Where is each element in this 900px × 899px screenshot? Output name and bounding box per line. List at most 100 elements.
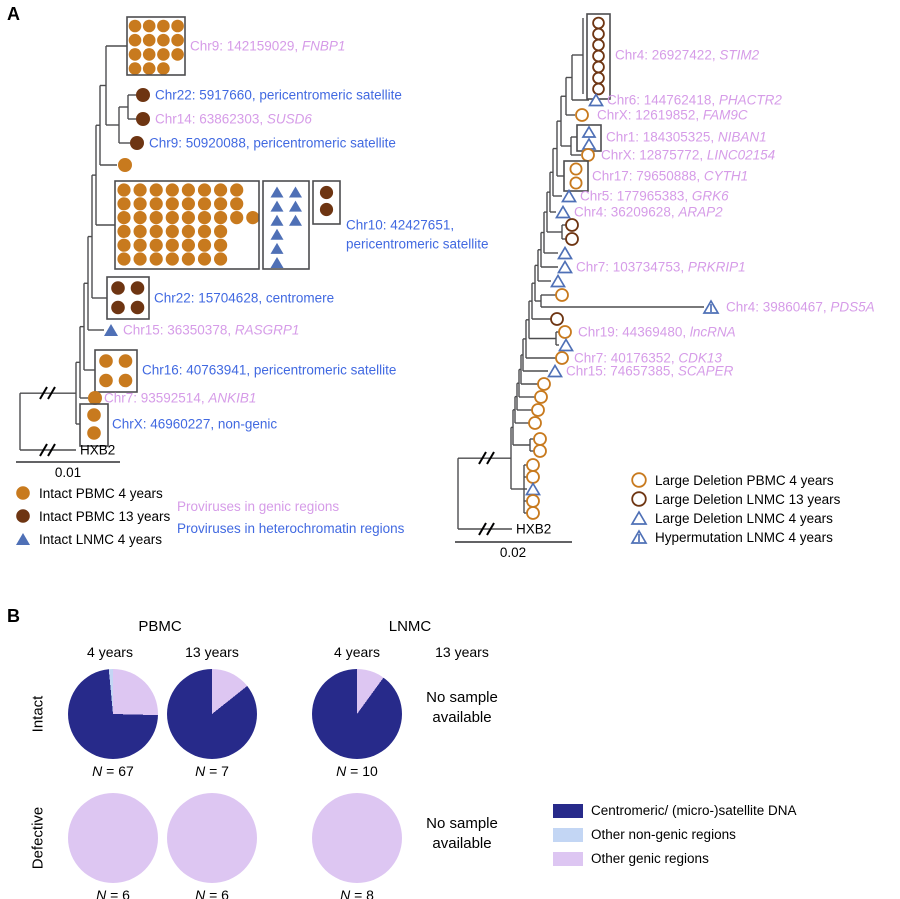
legend-circle-icon xyxy=(631,491,647,507)
circle-marker xyxy=(118,373,133,388)
circle-marker xyxy=(142,48,156,61)
tip-label: ChrX: 46960227, non-genic xyxy=(112,417,277,432)
circle-marker xyxy=(197,197,212,211)
tip-label: Chr22: 5917660, pericentromeric satellit… xyxy=(155,88,402,103)
open-circle-marker xyxy=(569,176,583,190)
marker-group-box xyxy=(262,180,310,270)
open-circle-marker xyxy=(592,82,605,96)
tip-label: Chr7: 40176352, CDK13 xyxy=(574,351,722,366)
circle-marker xyxy=(117,211,131,225)
triangle-marker xyxy=(289,200,302,212)
circle-marker xyxy=(133,183,147,197)
tree-tip xyxy=(550,273,566,288)
pie-n-label: N = 6 xyxy=(96,887,130,899)
circle-marker xyxy=(181,252,195,266)
pie-legend-item: Centromeric/ (micro-)satellite DNA xyxy=(553,803,797,818)
circle-marker xyxy=(157,48,170,61)
triangle-marker xyxy=(561,188,577,203)
circle-marker xyxy=(246,211,260,225)
circle-marker xyxy=(214,211,228,225)
pie-legend-item: Other genic regions xyxy=(553,851,709,866)
legend-triangle-icon xyxy=(630,529,648,544)
defective-legend-label: Hypermutation LNMC 4 years xyxy=(655,529,833,545)
triangle-marker xyxy=(555,204,571,219)
triangle-marker xyxy=(557,245,573,260)
triangle-marker xyxy=(270,257,284,268)
triangle-marker xyxy=(270,214,284,226)
marker-group-box xyxy=(114,180,260,270)
circle-marker xyxy=(16,509,30,523)
triangle-marker xyxy=(270,242,284,254)
legend-triangle-icon xyxy=(630,510,648,525)
tip-label: Chr5: 177965383, GRK6 xyxy=(580,189,729,204)
circle-marker xyxy=(230,211,244,225)
tip-label: Chr9: 142159029, FNBP1 xyxy=(190,39,345,54)
tree-tip: ChrX: 12875772, LINC02154 xyxy=(581,148,775,163)
circle-marker xyxy=(197,238,212,252)
open-circle-marker xyxy=(526,470,540,484)
tree-tip: Chr22: 15704628, centromere xyxy=(106,276,334,320)
defective-legend-item: Large Deletion LNMC 13 years xyxy=(630,491,840,507)
open-circle-marker xyxy=(555,351,569,365)
circle-marker xyxy=(214,238,228,252)
tree-tip xyxy=(565,232,579,246)
open-circle-marker xyxy=(565,232,579,246)
tree-tip xyxy=(533,432,547,446)
tree-tip: Chr9: 50920088, pericentromeric satellit… xyxy=(130,136,396,151)
tip-label: ChrX: 12875772, LINC02154 xyxy=(601,148,775,163)
tree-tip xyxy=(555,288,569,302)
open-circle-marker xyxy=(592,27,605,41)
circle-marker xyxy=(197,224,212,238)
intact-legend-label: Intact LNMC 4 years xyxy=(39,531,163,547)
circle-marker xyxy=(214,224,228,238)
tip-label: Chr15: 74657385, SCAPER xyxy=(566,364,734,379)
circle-marker xyxy=(133,252,147,266)
triangle-marker xyxy=(104,324,118,336)
tree-tip: ChrX: 46960227, non-genic xyxy=(79,403,277,447)
circle-marker xyxy=(136,112,150,126)
circle-marker xyxy=(149,224,163,238)
pie-legend-item: Other non-genic regions xyxy=(553,827,736,842)
intact-legend-label: Intact PBMC 4 years xyxy=(39,485,163,501)
defective-legend-label: Large Deletion PBMC 4 years xyxy=(655,472,834,488)
triangle-marker xyxy=(588,92,604,107)
legend-circle-icon xyxy=(16,509,30,523)
tree-tip: Chr5: 177965383, GRK6 xyxy=(561,188,729,204)
pie-chart xyxy=(167,793,257,883)
tree-tip xyxy=(537,377,551,391)
pie-legend-label: Centromeric/ (micro-)satellite DNA xyxy=(591,803,797,818)
triangle-marker xyxy=(557,259,573,274)
circle-marker xyxy=(133,211,147,225)
open-circle-marker xyxy=(555,288,569,302)
pie-legend-swatch xyxy=(553,851,583,866)
marker-group-box xyxy=(126,16,186,76)
age-label-4: 13 years xyxy=(435,644,489,660)
branch-break-slash xyxy=(486,522,495,536)
open-circle-marker xyxy=(533,432,547,446)
tree-tip: Chr16: 40763941, pericentromeric satelli… xyxy=(94,349,396,393)
tip-label: Chr4: 26927422, STIM2 xyxy=(615,48,760,63)
triangle-marker xyxy=(547,363,563,378)
tree-tip: Chr4: 26927422, STIM2 xyxy=(582,13,760,100)
tree-tip xyxy=(557,245,573,260)
tree-tip xyxy=(528,416,542,430)
open-circle-marker xyxy=(592,16,605,30)
circle-marker xyxy=(181,238,195,252)
triangle-marker xyxy=(581,125,597,138)
tree-tip: Chr7: 40176352, CDK13 xyxy=(555,351,722,366)
open-circle-marker xyxy=(565,218,579,232)
circle-marker xyxy=(181,224,195,238)
tree-tip: Chr4: 39860467, PDS5A xyxy=(702,299,875,315)
circle-marker xyxy=(230,197,244,211)
tip-label: Chr4: 36209628, ARAP2 xyxy=(574,205,723,220)
branch-break-slash xyxy=(478,522,487,536)
pie-n-label: N = 7 xyxy=(195,763,229,779)
circle-marker xyxy=(165,197,179,211)
circle-marker xyxy=(87,408,101,422)
triangle-marker xyxy=(270,228,284,240)
open-circle-marker xyxy=(526,494,540,508)
column-group-lnmc: LNMC xyxy=(388,618,432,635)
tree-tip xyxy=(533,444,547,458)
scale-label-right: 0.02 xyxy=(500,545,526,560)
circle-marker xyxy=(165,211,179,225)
